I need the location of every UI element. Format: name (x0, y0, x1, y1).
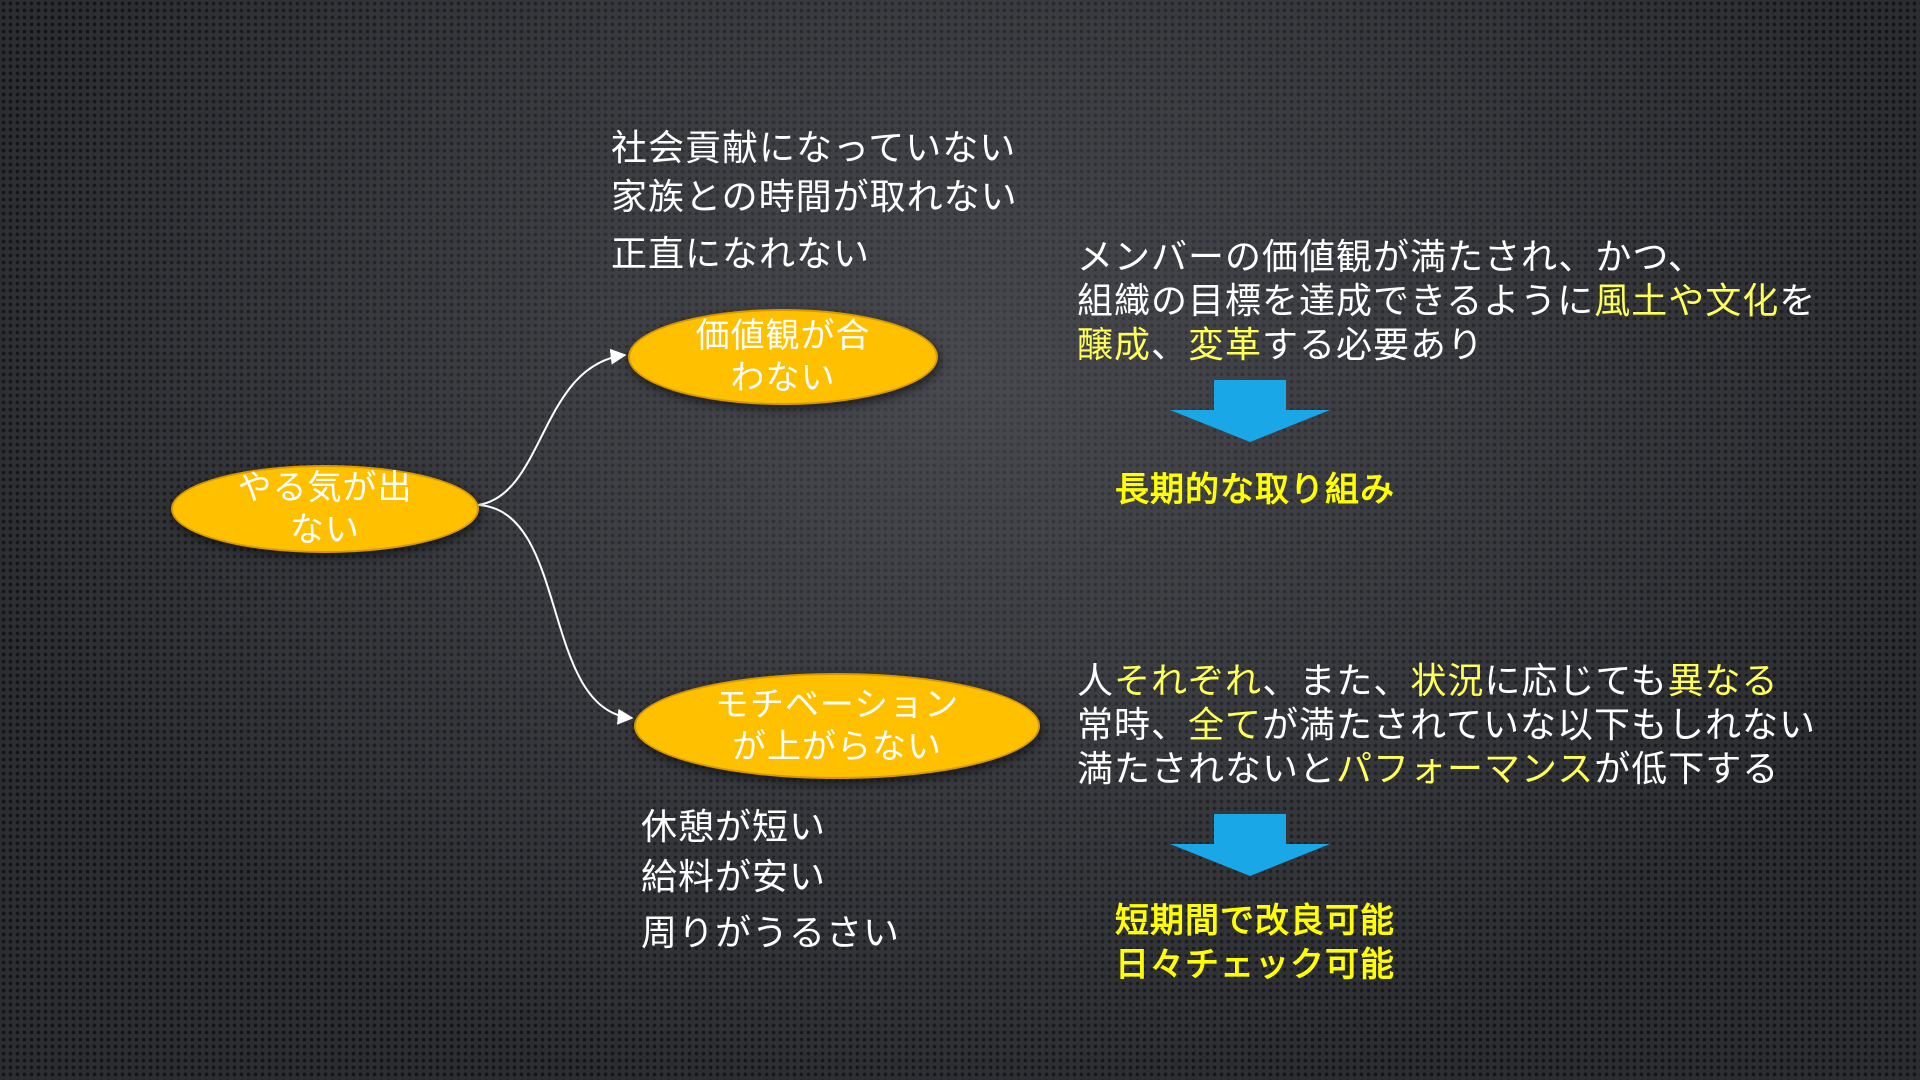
motivation-node: モチベーション が上がらない (634, 673, 1040, 779)
value-explanation: メンバーの価値観が満たされ、かつ、 組織の目標を達成できるように風土や文化を 醸… (1077, 236, 1816, 368)
motivation-expl-line3: 満たされないとパフォーマンスが低下する (1077, 749, 1780, 790)
motivation-result-line1: 短期間で改良可能 (1115, 901, 1395, 941)
highlight-culture: 風土や文化 (1594, 281, 1780, 322)
highlight-reform: 変革 (1188, 325, 1263, 366)
motivation-result-line2: 日々チェック可能 (1115, 945, 1395, 985)
root-node-line1: やる気が出 (237, 468, 413, 508)
highlight-situation: 状況 (1410, 661, 1485, 702)
root-node-line2: ない (290, 510, 360, 550)
value-node-line1: 価値観が合 (695, 316, 871, 356)
motivation-cause-2: 給料が安い (641, 857, 827, 898)
down-arrow-icon (1170, 380, 1330, 442)
down-arrow-icon (1170, 814, 1330, 876)
connector-to-value-node (477, 348, 627, 506)
motivation-explanation: 人それぞれ、また、状況に応じても異なる 常時、全てが満たされていな以下もしれない… (1077, 660, 1816, 792)
highlight-foster: 醸成 (1077, 325, 1152, 366)
motivation-result: 短期間で改良可能 日々チェック可能 (1115, 899, 1395, 987)
highlight-all: 全て (1188, 705, 1263, 746)
motivation-expl-line1: 人それぞれ、また、状況に応じても異なる (1077, 661, 1779, 702)
motivation-expl-line2: 常時、全てが満たされていな以下もしれない (1077, 705, 1816, 746)
motivation-cause-1: 休憩が短い (641, 807, 827, 848)
highlight-performance: パフォーマンス (1336, 749, 1595, 790)
motivation-cause-3: 周りがうるさい (641, 913, 901, 954)
connector-to-motivation-node (477, 504, 634, 725)
value-mismatch-node: 価値観が合 わない (628, 309, 938, 405)
root-node: やる気が出 ない (171, 465, 479, 553)
value-cause-3: 正直になれない (611, 234, 871, 275)
motivation-node-line2: が上がらない (731, 727, 942, 767)
value-result: 長期的な取り組み (1115, 470, 1395, 510)
highlight-differ: 異なる (1667, 661, 1779, 702)
value-expl-line1: メンバーの価値観が満たされ、かつ、 (1077, 237, 1705, 278)
value-expl-line2: 組織の目標を達成できるように風土や文化を (1077, 281, 1817, 322)
highlight-each: それぞれ (1114, 661, 1263, 702)
value-node-line2: わない (730, 358, 836, 398)
motivation-node-line1: モチベーション (714, 685, 960, 725)
value-expl-line3: 醸成、変革する必要あり (1077, 325, 1485, 366)
value-cause-1: 社会貢献になっていない (611, 128, 1017, 169)
value-cause-2: 家族との時間が取れない (611, 177, 1018, 218)
